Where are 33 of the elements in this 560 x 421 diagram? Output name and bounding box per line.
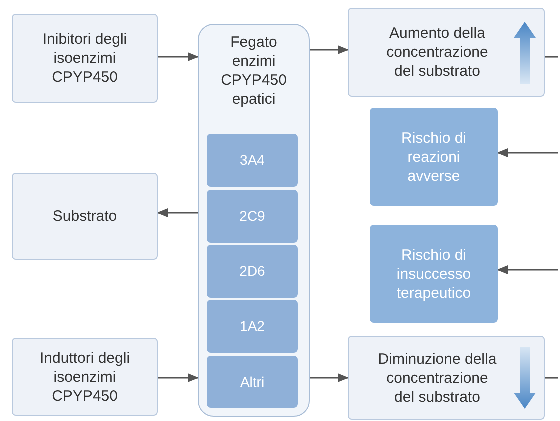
node-label: 3A4 [240, 151, 265, 170]
node-label: 2C9 [240, 207, 266, 226]
arrow [156, 208, 198, 218]
node-label: 2D6 [240, 262, 266, 281]
risk-box [370, 108, 498, 206]
arrow [158, 52, 200, 62]
node-label: Induttori degli isoenzimi CPYP450 [38, 348, 132, 406]
enzyme-panel [198, 24, 310, 417]
enzyme-box [207, 300, 298, 353]
enzyme-box [207, 190, 298, 243]
enzyme-box [207, 245, 298, 298]
process-box [12, 338, 158, 416]
enzyme-box [207, 134, 298, 187]
node-label: 1A2 [240, 317, 265, 336]
node-label: Fegato enzimi CPYP450 epatici [220, 33, 288, 109]
node-label: Diminuzione della concentrazione del substrato [377, 350, 498, 406]
node-label: Substrato [52, 207, 118, 226]
outcome-box [348, 8, 545, 97]
node-label: Altri [240, 372, 265, 392]
outcome-box [348, 336, 545, 420]
arrow [496, 266, 558, 274]
arrow [496, 148, 558, 158]
node-label: Aumento della concentrazione del substrato [386, 24, 490, 81]
enzyme-box [207, 356, 298, 408]
node-label: Rischio di reazioni avverse [400, 128, 468, 186]
arrow [158, 374, 200, 382]
node-label: Inibitori degli isoenzimi CPYP450 [42, 30, 128, 87]
arrow [310, 374, 350, 382]
process-box [12, 14, 158, 103]
arrow [310, 46, 350, 54]
node-label: Rischio di insuccesso terapeutico [396, 246, 472, 302]
process-box [12, 173, 158, 260]
risk-box [370, 225, 498, 323]
